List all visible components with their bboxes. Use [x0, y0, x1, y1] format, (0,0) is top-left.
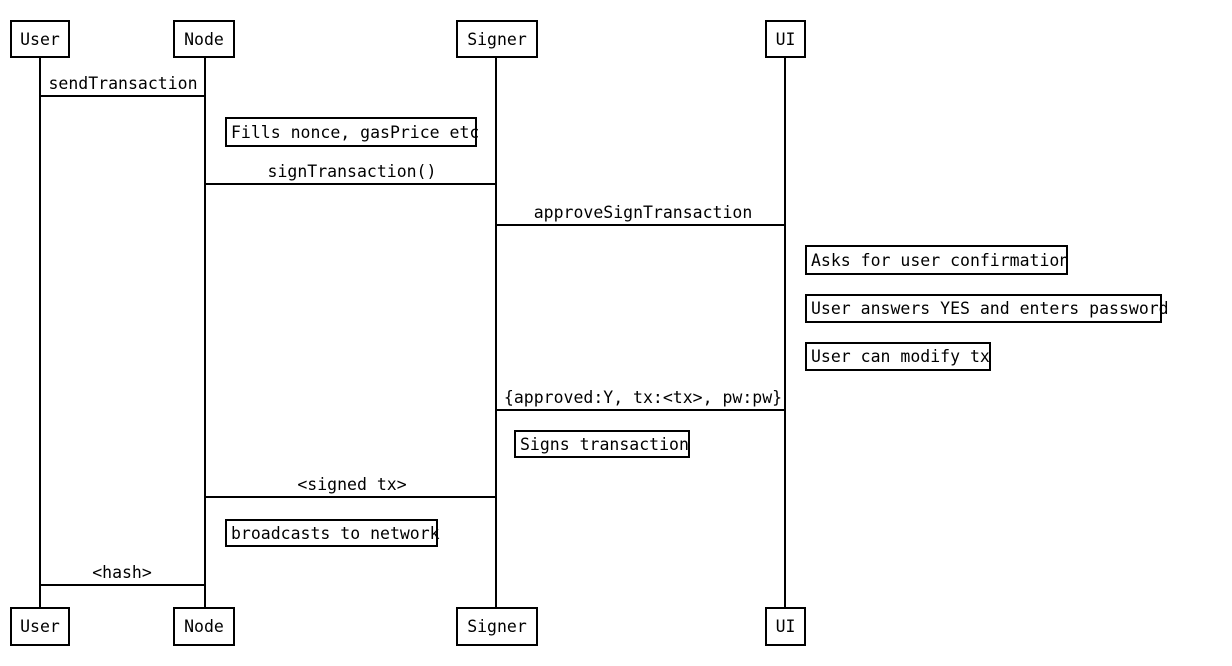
actor-label-user-bottom: User [20, 617, 60, 636]
message-label-approvesigntransaction: approveSignTransaction [533, 203, 753, 222]
note-user-can-modify-label: User can modify tx [811, 347, 990, 366]
message-label-hash: <hash> [92, 563, 152, 582]
actor-box-node-top: Node [173, 20, 235, 58]
note-user-can-modify: User can modify tx [805, 342, 991, 371]
actor-box-ui-top: UI [765, 20, 806, 58]
message-line-signed-tx [204, 496, 497, 498]
actor-label-ui: UI [775, 29, 796, 49]
note-asks-confirmation: Asks for user confirmation [805, 245, 1070, 275]
note-asks-confirmation-label: Asks for user confirmation [811, 250, 1070, 270]
lifeline-signer [495, 58, 497, 607]
message-line-approved-response [495, 409, 786, 411]
lifeline-user [39, 58, 41, 607]
actor-label-user: User [20, 29, 60, 49]
note-user-answers-yes-label: User answers YES and enters password [811, 299, 1169, 318]
actor-box-user-bottom: User [10, 607, 70, 646]
note-broadcasts: broadcasts to network [225, 519, 440, 547]
actor-label-ui-bottom: UI [775, 617, 796, 636]
message-label-signed-tx: <signed tx> [297, 475, 407, 494]
message-line-signtransaction [204, 183, 497, 185]
message-label-signtransaction: signTransaction() [267, 162, 437, 181]
actor-box-node-bottom: Node [173, 607, 235, 646]
note-signs-transaction: Signs transaction [514, 430, 690, 458]
actor-box-signer-bottom: Signer [456, 607, 538, 646]
note-broadcasts-label: broadcasts to network [231, 523, 440, 543]
lifeline-ui [784, 58, 786, 607]
message-line-sendtransaction [39, 95, 206, 97]
actor-label-node-bottom: Node [184, 617, 224, 636]
message-line-hash [39, 584, 206, 586]
actor-label-node: Node [184, 29, 224, 49]
lifeline-node [204, 58, 206, 607]
actor-box-ui-bottom: UI [765, 607, 806, 646]
message-label-approved-response: {approved:Y, tx:<tx>, pw:pw} [503, 388, 783, 407]
note-fills-nonce-label: Fills nonce, gasPrice etc [231, 122, 480, 142]
actor-box-user-top: User [10, 20, 70, 58]
message-label-sendtransaction: sendTransaction [48, 74, 198, 93]
note-signs-transaction-label: Signs transaction [520, 434, 689, 454]
note-fills-nonce: Fills nonce, gasPrice etc [225, 117, 480, 147]
note-user-answers-yes: User answers YES and enters password [805, 294, 1169, 323]
actor-label-signer: Signer [467, 29, 527, 49]
actor-box-signer-top: Signer [456, 20, 538, 58]
actor-label-signer-bottom: Signer [467, 617, 527, 636]
message-line-approvesigntransaction [495, 224, 786, 226]
